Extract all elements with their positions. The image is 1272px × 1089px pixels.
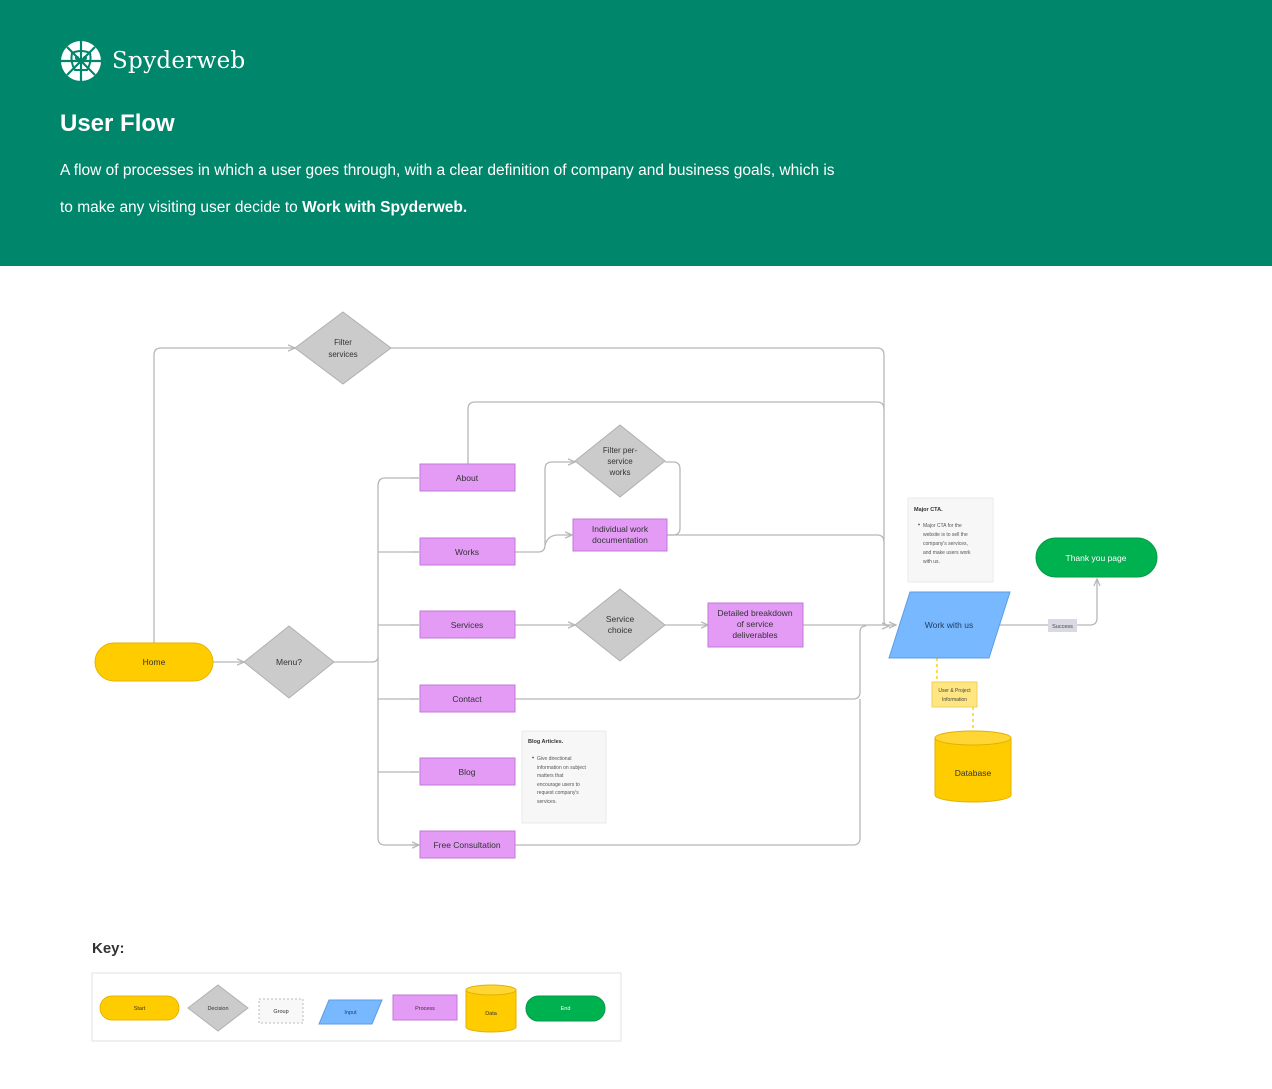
svg-text:Major CTA.: Major CTA. [914, 507, 943, 513]
brand[interactable]: Spyderweb [60, 40, 246, 82]
key-title: Key: [92, 940, 125, 957]
svg-text:Work with us: Work with us [925, 620, 974, 630]
svg-text:Filter per-: Filter per- [603, 446, 638, 455]
svg-text:deliverables: deliverables [732, 630, 777, 640]
start-home: Home [94, 642, 214, 682]
connector-works-filter [515, 462, 575, 553]
key-start: Start [99, 995, 180, 1021]
note-major-cta: Major CTA. Major CTA for the website is … [907, 497, 994, 583]
svg-text:Information: Information [942, 697, 967, 703]
svg-text:Database: Database [955, 768, 992, 778]
connector-about-work [467, 401, 885, 464]
label-success: Success [1048, 619, 1077, 632]
svg-text:choice: choice [608, 625, 633, 635]
connector-consult-work [515, 699, 861, 846]
connector-home-filter [153, 348, 295, 643]
connector-doc-work [667, 534, 885, 543]
svg-text:Menu?: Menu? [276, 657, 302, 667]
svg-text:services: services [328, 350, 357, 359]
connector-contact-work [515, 625, 867, 700]
connectors [153, 348, 1097, 846]
svg-text:Process: Process [415, 1006, 435, 1012]
svg-text:Input: Input [344, 1010, 357, 1016]
svg-text:website is to sell the: website is to sell the [923, 532, 968, 538]
svg-text:Blog Articles.: Blog Articles. [528, 739, 564, 745]
svg-text:company's services,: company's services, [923, 541, 968, 547]
svg-text:End: End [561, 1006, 571, 1012]
end-thank-you: Thank you page [1035, 537, 1158, 578]
connector-menu-branches [371, 477, 419, 846]
data-database: Database [934, 730, 1012, 803]
svg-text:and make users work: and make users work [923, 550, 971, 556]
svg-text:service: service [607, 457, 633, 466]
connector-works-doc [544, 535, 572, 546]
decision-menu: Menu? [243, 625, 335, 699]
page-title: User Flow [60, 110, 175, 137]
svg-text:Major CTA for the: Major CTA for the [923, 523, 962, 529]
svg-text:matters that: matters that [537, 773, 564, 779]
key-legend: Start Decision Group Input Process Data … [91, 972, 622, 1042]
svg-text:services.: services. [537, 799, 557, 805]
label-user-project-info: User & Project Information [931, 681, 978, 708]
key-input: Input [318, 999, 383, 1025]
process-service-breakdown: Detailed breakdown of service deliverabl… [707, 602, 804, 648]
svg-text:works: works [609, 468, 631, 477]
key-data: Data [465, 984, 517, 1033]
svg-text:Group: Group [273, 1009, 288, 1015]
brand-name: Spyderweb [112, 48, 246, 74]
key-end: End [525, 995, 606, 1022]
svg-text:Blog: Blog [458, 767, 475, 777]
svg-text:Detailed breakdown: Detailed breakdown [717, 608, 792, 618]
input-work-with-us: Work with us [888, 591, 1011, 659]
svg-text:Services: Services [451, 620, 484, 630]
spyderweb-logo-icon [61, 41, 101, 81]
process-blog: Blog [419, 757, 516, 786]
svg-text:Individual work: Individual work [592, 524, 649, 534]
connector-success-thanks [1077, 579, 1097, 626]
key-process: Process [392, 994, 458, 1021]
decision-filter-services: Filter services [294, 311, 392, 385]
process-about: About [419, 463, 516, 492]
decision-service-choice: Service choice [574, 588, 666, 662]
connector-work-database [936, 658, 974, 731]
process-work-documentation: Individual work documentation [572, 518, 668, 552]
svg-text:Home: Home [143, 657, 166, 667]
key-decision: Decision [187, 984, 249, 1032]
process-contact: Contact [419, 684, 516, 713]
svg-text:request company's: request company's [537, 790, 579, 796]
process-works: Works [419, 537, 516, 566]
page-header: Spyderweb User Flow A flow of processes … [0, 0, 1272, 266]
svg-text:of service: of service [737, 619, 774, 629]
svg-text:Contact: Contact [452, 694, 482, 704]
svg-text:About: About [456, 473, 479, 483]
svg-text:Works: Works [455, 547, 479, 557]
svg-text:Decision: Decision [207, 1006, 228, 1012]
svg-text:Give directional: Give directional [537, 756, 571, 762]
process-services: Services [419, 610, 516, 639]
svg-text:encourage users to: encourage users to [537, 782, 580, 788]
svg-text:Start: Start [134, 1006, 146, 1012]
svg-text:User & Project: User & Project [938, 688, 971, 694]
description-line-2: to make any visiting user decide to [60, 199, 303, 216]
user-flow-diagram: Filter services Home Menu? About Works S… [0, 266, 1272, 1084]
svg-text:documentation: documentation [592, 535, 648, 545]
description-line-1: A flow of processes in which a user goes… [60, 162, 835, 179]
page-description: A flow of processes in which a user goes… [60, 152, 940, 226]
key-group: Group [258, 998, 304, 1024]
description-cta: Work with Spyderweb. [302, 199, 468, 216]
process-free-consultation: Free Consultation [419, 830, 516, 859]
svg-text:Data: Data [485, 1011, 498, 1017]
svg-text:Service: Service [606, 614, 635, 624]
svg-text:Filter: Filter [334, 338, 352, 347]
svg-text:Success: Success [1052, 624, 1073, 630]
svg-text:Free Consultation: Free Consultation [433, 840, 500, 850]
svg-text:information on subject: information on subject [537, 765, 587, 771]
note-blog-articles: Blog Articles. Give directional informat… [521, 730, 607, 824]
decision-filter-works: Filter per- service works [574, 424, 666, 498]
svg-text:Thank you page: Thank you page [1066, 553, 1127, 563]
svg-text:with us.: with us. [923, 559, 940, 565]
